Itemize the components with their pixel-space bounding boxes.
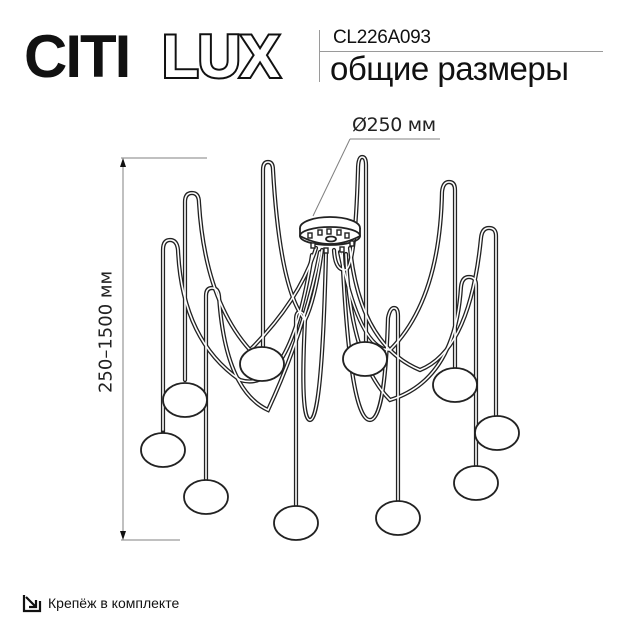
model-number: CL226A093 <box>333 27 431 48</box>
footer-text: Крепёж в комплекте <box>48 595 180 611</box>
globe-1 <box>162 382 208 418</box>
dimension-lines <box>121 138 440 541</box>
globe-2 <box>140 432 186 468</box>
dimension-arrows <box>120 158 126 540</box>
globe-5 <box>273 505 319 541</box>
globe-8 <box>432 367 478 403</box>
globe-4 <box>239 346 285 382</box>
globe-3 <box>183 479 229 515</box>
canopy <box>299 216 361 254</box>
logo-outline-text: LUX <box>162 26 280 84</box>
page-title: общие размеры <box>330 50 569 87</box>
globe-10 <box>474 415 520 451</box>
header-divider-horizontal <box>319 51 603 52</box>
logo-solid-text: CITI <box>24 26 129 84</box>
citilux-logo: CITI LUX <box>24 26 283 84</box>
globe-7 <box>375 500 421 536</box>
mount-arrow-icon <box>22 595 42 613</box>
footer-note: Крепёж в комплекте <box>22 593 179 613</box>
cords <box>160 154 499 511</box>
header-divider-vertical <box>319 30 320 82</box>
globe-6 <box>342 341 388 377</box>
globe-9 <box>453 465 499 501</box>
height-range-label: 250–1500 мм <box>95 270 117 394</box>
globes <box>140 341 520 541</box>
canopy-diameter-label: Ø250 мм <box>352 114 436 136</box>
